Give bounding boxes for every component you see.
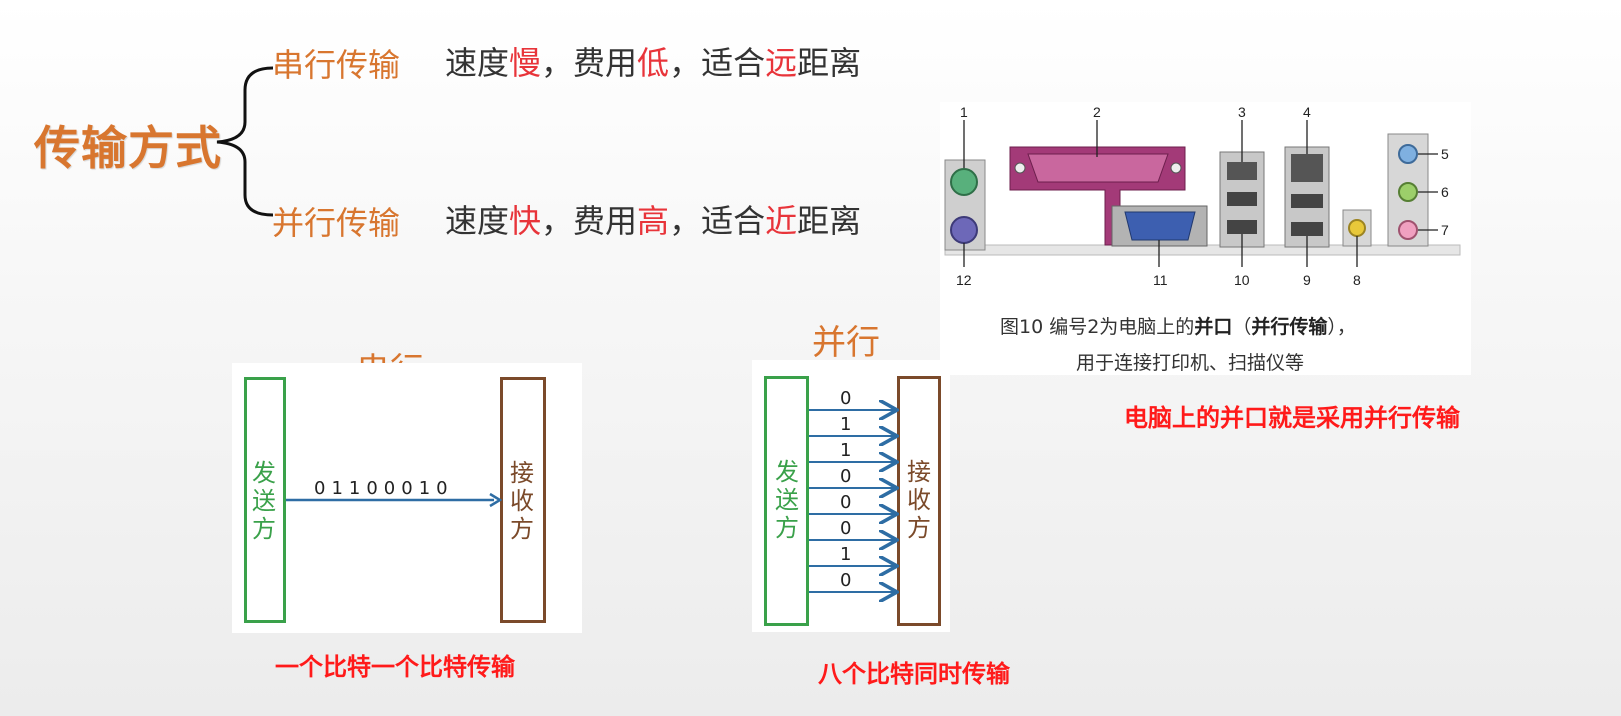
port-number: 2	[1093, 104, 1101, 120]
port-number: 4	[1303, 104, 1311, 120]
spdif-port	[1348, 219, 1366, 237]
parallel-bit: 0	[840, 388, 852, 409]
port-number: 1	[960, 104, 968, 120]
usb-port-c	[1291, 194, 1323, 208]
mic-port	[1398, 220, 1418, 240]
port-number: 7	[1441, 222, 1449, 238]
serial-receiver-label: 接收方	[510, 459, 536, 543]
port-number: 11	[1153, 272, 1168, 288]
line-in-port	[1398, 144, 1418, 164]
line-out-port	[1398, 182, 1418, 202]
parallel-receiver-label: 接收方	[907, 458, 931, 542]
parallel-sender-label: 发送方	[775, 458, 799, 542]
port-number: 6	[1441, 184, 1449, 200]
vga-port	[1124, 211, 1196, 241]
firewire-port	[1227, 162, 1257, 180]
usb-port-b	[1227, 220, 1257, 234]
port-number: 3	[1238, 104, 1246, 120]
parallel-arrows	[809, 396, 899, 606]
parallel-bit: 1	[840, 544, 852, 565]
parallel-bit: 0	[840, 492, 852, 513]
main-title: 传输方式	[34, 121, 222, 175]
serial-label: 串行传输	[272, 46, 401, 84]
serial-bits: 01100010	[314, 478, 454, 499]
parallel-bit: 0	[840, 570, 852, 591]
parallel-bit: 1	[840, 440, 852, 461]
lan-port	[1291, 154, 1323, 182]
parallel-receiver-box	[897, 376, 941, 626]
parallel-bit: 0	[840, 518, 852, 539]
port-figure: 1 2 3 4 5 6 7 8 9 10 11 12 图10 编号2为电脑上的并…	[940, 102, 1471, 375]
port-number: 5	[1441, 146, 1449, 162]
parallel-port-note: 电脑上的并口就是采用并行传输	[1124, 404, 1460, 432]
port-number: 12	[956, 272, 972, 288]
parallel-sender-box	[764, 376, 809, 626]
ps2-mouse-port	[950, 168, 978, 196]
brace	[216, 66, 274, 217]
figure-caption-line1: 图10 编号2为电脑上的并口（并行传输），	[1000, 316, 1356, 338]
motherboard-ports-illustration	[944, 120, 1461, 267]
parallel-diagram-title: 并行	[812, 323, 880, 363]
parallel-description: 速度快，费用高，适合近距离	[445, 202, 862, 240]
serial-diagram: 发送方 接收方 01100010	[232, 363, 582, 633]
serial-description: 速度慢，费用低，适合远距离	[445, 44, 862, 82]
serial-sender-label: 发送方	[252, 459, 278, 543]
port-number: 9	[1303, 272, 1311, 288]
usb-port-a	[1227, 192, 1257, 206]
port-number: 10	[1234, 272, 1250, 288]
parallel-caption: 八个比特同时传输	[818, 660, 1010, 688]
parallel-port-connector	[1027, 153, 1169, 183]
ps2-keyboard-port	[950, 216, 978, 244]
serial-arrow	[286, 492, 502, 508]
parallel-bit: 0	[840, 466, 852, 487]
parallel-bit: 1	[840, 414, 852, 435]
port-number: 8	[1353, 272, 1361, 288]
serial-sender-box	[244, 377, 286, 623]
parallel-label: 并行传输	[272, 204, 401, 242]
usb-port-d	[1291, 222, 1323, 236]
parallel-diagram: 发送方 接收方 0 1 1 0 0 0 1 0	[752, 360, 950, 632]
serial-caption: 一个比特一个比特传输	[275, 653, 515, 681]
figure-caption-line2: 用于连接打印机、扫描仪等	[1076, 352, 1305, 374]
